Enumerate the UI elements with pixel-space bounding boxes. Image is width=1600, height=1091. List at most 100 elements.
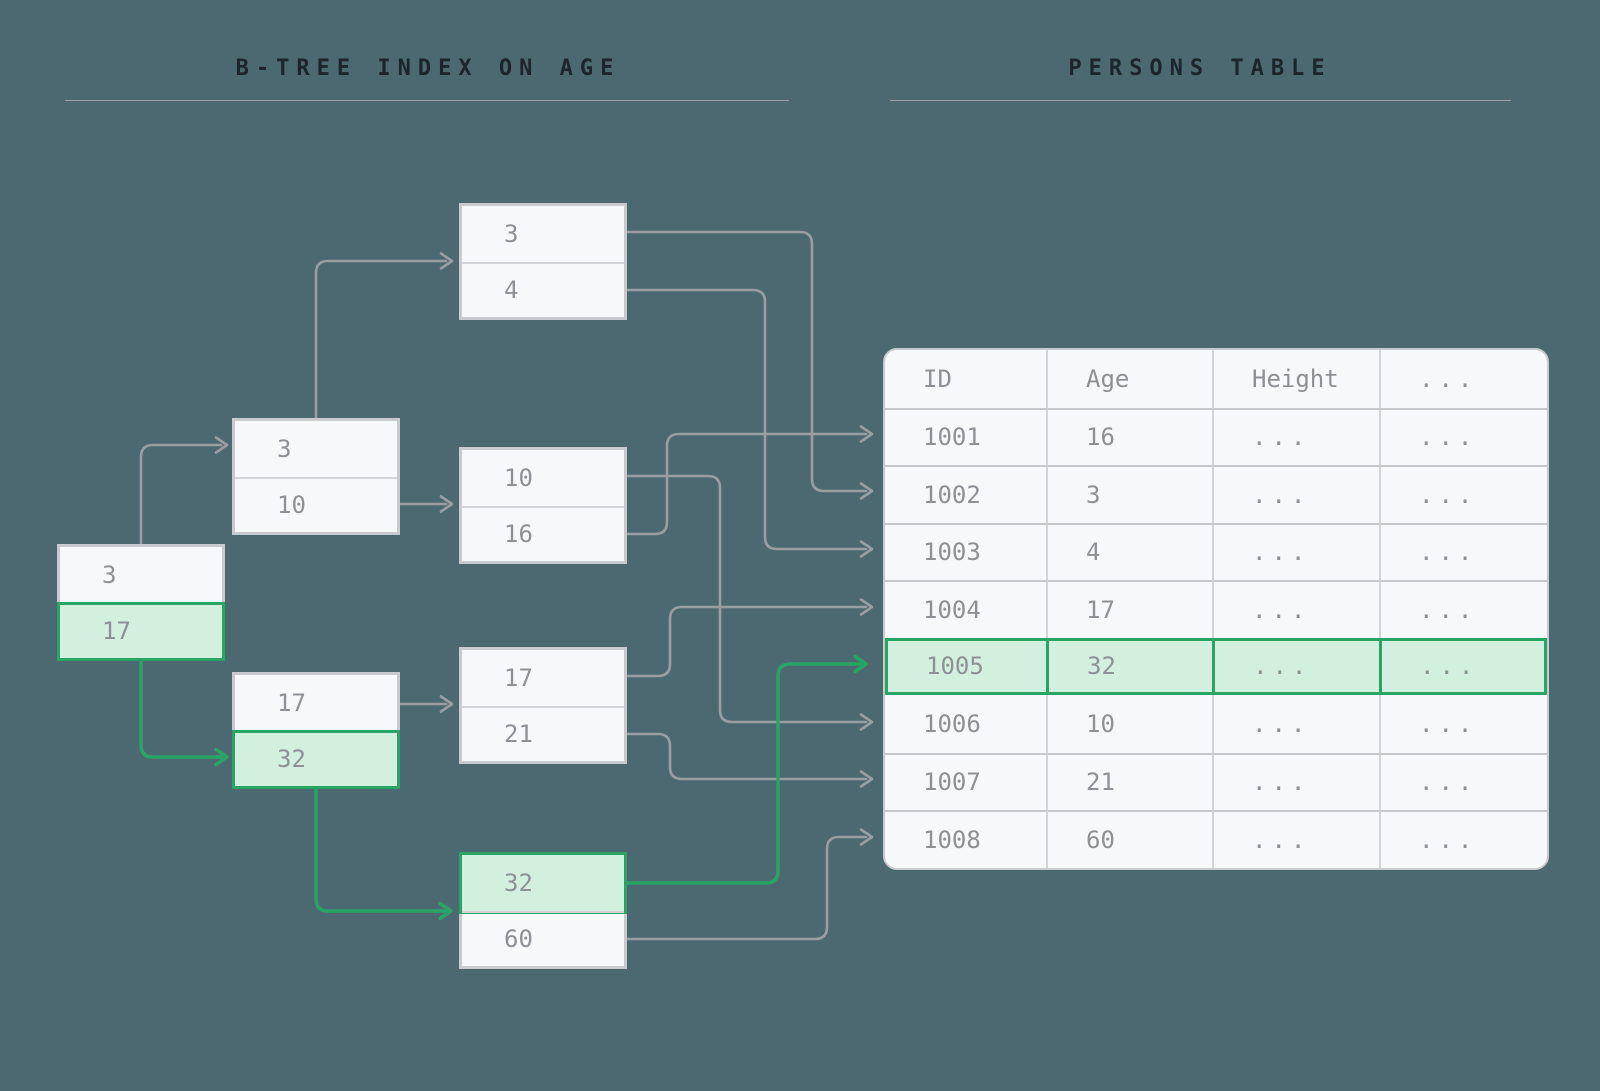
node-key-cell: 17	[462, 650, 624, 706]
node-key-label: 10	[504, 463, 533, 492]
node-key-label: 3	[102, 560, 117, 589]
table-cell: 17	[1046, 580, 1212, 638]
node-key-label: 17	[102, 617, 131, 646]
table-cell: ...	[1212, 465, 1379, 523]
table-cell: ...	[1212, 810, 1379, 868]
table-cell-highlighted: 32	[1046, 637, 1212, 695]
table-cell: ...	[1379, 580, 1547, 638]
node-key-label: 16	[504, 520, 533, 549]
table-cell: 60	[1046, 810, 1212, 868]
table-cell-highlighted: ...	[1379, 637, 1547, 695]
node-key-cell: 10	[462, 450, 624, 506]
connector-line-l3260-60	[625, 835, 868, 941]
arrowhead-icon	[859, 598, 874, 616]
node-key-cell: 17	[57, 601, 225, 661]
table-cell: 16	[1046, 407, 1212, 465]
tree-node-leaf-10-16: 10 16	[459, 447, 627, 564]
node-key-cell: 32	[459, 852, 627, 913]
arrowhead-icon	[214, 436, 229, 454]
connector-line-n310-3	[314, 259, 448, 420]
table-cell: ...	[1212, 580, 1379, 638]
arrowhead-icon	[439, 252, 454, 270]
node-key-cell: 21	[462, 705, 624, 762]
node-key-cell: 17	[235, 675, 397, 731]
node-key-cell: 60	[462, 910, 624, 967]
arrowhead-icon	[859, 425, 874, 443]
connector-line-l1721-17	[625, 605, 868, 678]
tree-node-leaf-32-60: 32 60	[459, 852, 627, 969]
table-cell: ...	[1379, 695, 1547, 753]
node-key-cell: 32	[232, 729, 400, 789]
node-key-label: 3	[277, 434, 292, 463]
table-header-cell: ...	[1379, 350, 1547, 408]
table-cell: 1006	[885, 695, 1046, 753]
node-key-cell: 3	[60, 547, 222, 603]
connector-line-l34-4	[625, 288, 868, 551]
connector-line-l1016-10	[625, 474, 868, 724]
connector-line-l34-3	[625, 230, 868, 493]
table-header-cell: Height	[1212, 350, 1379, 408]
arrowhead-icon	[439, 495, 454, 513]
connector-line-root-3	[139, 443, 223, 546]
table-cell: 21	[1046, 752, 1212, 810]
connector-line-l1721-21	[625, 732, 868, 781]
tree-node-root: 3 17	[57, 544, 225, 661]
connector-line-l3260-32	[625, 662, 862, 885]
table-cell: ...	[1379, 810, 1547, 868]
left-title-underline	[65, 100, 789, 101]
table-cell: ...	[1212, 695, 1379, 753]
left-section-title: B-TREE INDEX ON AGE	[235, 56, 621, 81]
node-key-cell: 3	[235, 421, 397, 477]
connector-line-n1732-32	[314, 787, 447, 913]
node-key-label: 3	[504, 219, 519, 248]
arrowhead-icon	[859, 828, 874, 846]
arrowhead-icon	[859, 482, 874, 500]
table-cell: 1007	[885, 752, 1046, 810]
arrowhead-icon	[859, 540, 874, 558]
node-key-label: 32	[504, 868, 533, 897]
table-cell: 4	[1046, 522, 1212, 580]
node-key-cell: 10	[235, 476, 397, 533]
table-cell: ...	[1379, 407, 1547, 465]
node-key-label: 17	[504, 663, 533, 692]
node-key-label: 17	[277, 688, 306, 717]
table-cell-highlighted: ...	[1212, 637, 1379, 695]
table-cell: 1003	[885, 522, 1046, 580]
table-cell: ...	[1212, 407, 1379, 465]
node-key-label: 60	[504, 925, 533, 954]
table-header-cell: Age	[1046, 350, 1212, 408]
table-cell: ...	[1379, 522, 1547, 580]
table-cell: ...	[1212, 522, 1379, 580]
node-key-label: 10	[277, 491, 306, 520]
node-key-label: 32	[277, 745, 306, 774]
table-cell: ...	[1212, 752, 1379, 810]
table-cell: ...	[1379, 752, 1547, 810]
arrowhead-icon	[853, 654, 868, 674]
arrowhead-icon	[439, 695, 454, 713]
right-section-title: PERSONS TABLE	[1068, 56, 1332, 81]
node-key-cell: 4	[462, 261, 624, 318]
table-cell: 1008	[885, 810, 1046, 868]
table-cell: 10	[1046, 695, 1212, 753]
table-cell: 3	[1046, 465, 1212, 523]
arrowhead-icon	[438, 901, 453, 921]
arrowhead-icon	[214, 747, 229, 767]
table-header-cell: ID	[885, 350, 1046, 408]
table-cell: 1001	[885, 407, 1046, 465]
right-title-underline	[890, 100, 1511, 101]
node-key-label: 21	[504, 720, 533, 749]
node-key-label: 4	[504, 276, 519, 305]
node-key-cell: 16	[462, 505, 624, 562]
table-cell: ...	[1379, 465, 1547, 523]
table-cell: 1004	[885, 580, 1046, 638]
arrowhead-icon	[859, 713, 874, 731]
table-cell: 1002	[885, 465, 1046, 523]
table-cell-highlighted: 1005	[885, 637, 1046, 695]
arrowhead-icon	[859, 770, 874, 788]
